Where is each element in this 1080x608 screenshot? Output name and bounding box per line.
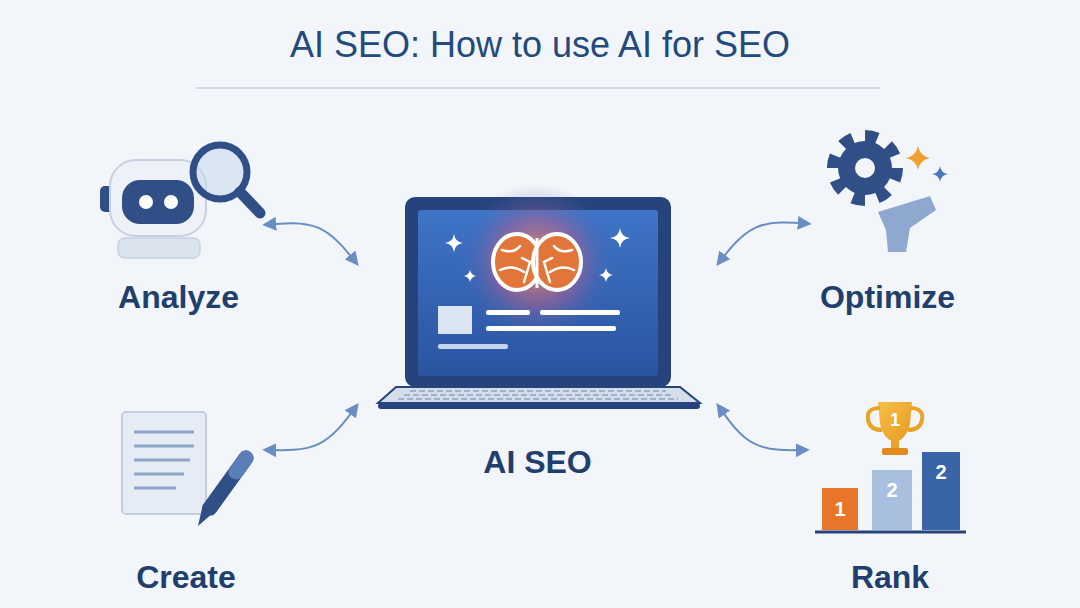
diagram-title: AI SEO: How to use AI for SEO — [0, 24, 1080, 66]
rank-number: 1 — [834, 499, 845, 519]
laptop-illustration — [378, 184, 700, 409]
create-node: Create — [110, 405, 262, 600]
rank-number: 2 — [886, 480, 897, 500]
title-rule — [195, 87, 880, 89]
analyze-node: Analyze — [95, 150, 262, 320]
podium-icon — [815, 402, 966, 532]
node-label: Analyze — [118, 279, 239, 316]
connector-arrow — [265, 405, 357, 450]
node-label: Optimize — [820, 279, 955, 316]
connector-arrow — [718, 405, 807, 450]
rank-number: 2 — [935, 462, 946, 482]
gear-icon — [833, 136, 948, 252]
optimize-node: Optimize — [812, 135, 963, 320]
connector-arrow — [718, 222, 809, 263]
rank-number: 1 — [890, 411, 900, 429]
document-icon — [122, 412, 246, 526]
center-node: AI SEO — [360, 190, 715, 485]
node-label: Rank — [851, 559, 929, 596]
node-label: AI SEO — [483, 444, 591, 481]
robot-icon — [100, 145, 260, 258]
connector-arrow — [265, 223, 357, 264]
rank-node: Rank — [810, 405, 970, 600]
node-label: Create — [136, 559, 236, 596]
